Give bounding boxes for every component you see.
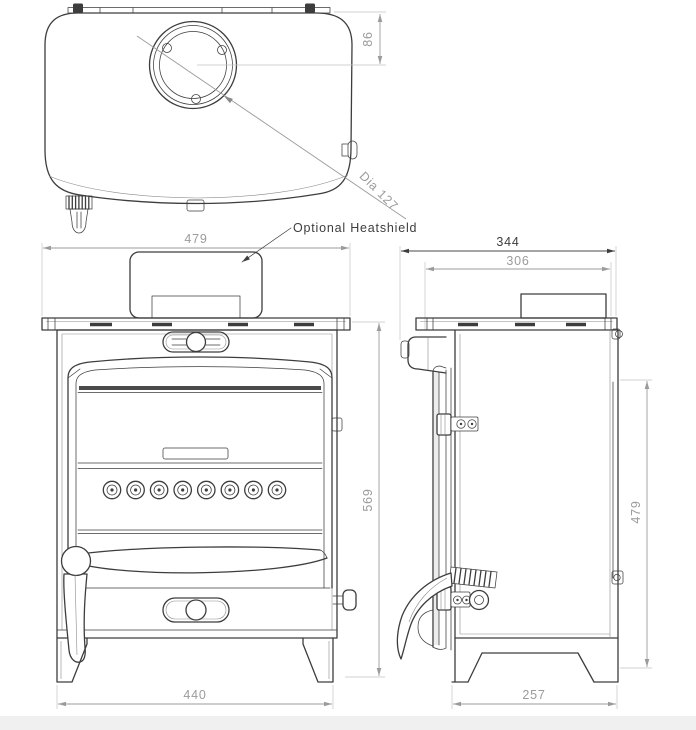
air-knob: [173, 480, 193, 500]
heatshield-leader: [241, 227, 292, 263]
door-handle-front: [60, 545, 92, 663]
dim-label-front-height: 569: [361, 488, 375, 511]
side-legs: [451, 637, 619, 683]
air-control-bottom: [162, 597, 230, 623]
top-door-handle: [65, 195, 93, 234]
hinge-top: [436, 413, 479, 436]
log-guard-handle: [162, 447, 229, 460]
air-control-top: [162, 331, 230, 353]
flue-bolt: [217, 45, 227, 55]
dim-label-front-leg-span: 440: [183, 688, 206, 702]
top-side-knob: [341, 140, 358, 160]
heatshield-label: Optional Heatshield: [293, 221, 417, 235]
front-legs: [56, 637, 334, 683]
side-view: 344 306: [396, 235, 652, 709]
top-body-outline: [44, 12, 353, 205]
dim-side-base-depth: 257: [451, 685, 618, 709]
heatshield-callout: Optional Heatshield: [241, 221, 417, 263]
heatshield-side: [520, 293, 607, 319]
dim-label-side-rear-height: 479: [629, 500, 643, 523]
flue-bolt: [162, 43, 172, 53]
door-handle-side: [396, 566, 498, 660]
dim-front-width: 479: [41, 232, 351, 316]
rear-bolt-left: [73, 3, 83, 13]
air-knob: [196, 480, 216, 500]
flue-diameter-leader: [136, 35, 407, 220]
flue-diameter-callout: Dia 127: [136, 35, 407, 220]
air-knob: [220, 480, 240, 500]
door-latch-front: [331, 417, 357, 611]
dim-flue-offset: 86: [197, 11, 386, 66]
air-knob: [126, 480, 145, 500]
ash-lip: [69, 546, 331, 589]
air-knob: [244, 480, 263, 500]
rear-bolt-right: [305, 3, 315, 13]
top-body-inner-curve: [48, 174, 349, 199]
top-front-tab: [186, 199, 205, 212]
top-plate-front: [41, 317, 351, 331]
dim-label-side-base-depth: 257: [522, 688, 545, 702]
dim-label-front-width: 479: [184, 232, 207, 246]
air-knob: [267, 480, 287, 500]
dim-side-depth-body: 306: [424, 254, 612, 330]
top-plate-side: [415, 317, 618, 331]
front-view: 479 Optional Heatshield: [41, 221, 417, 709]
dim-front-leg-span: 440: [56, 685, 334, 709]
dim-front-height: 569: [345, 321, 385, 678]
footer-band: [0, 716, 696, 730]
dim-label-side-depth-body: 306: [506, 254, 529, 268]
flue-bolt: [191, 94, 201, 104]
air-knob-row: [102, 480, 287, 500]
air-knob: [149, 480, 169, 500]
air-knob: [102, 480, 122, 500]
rear-edge-bar: [67, 3, 331, 14]
dim-side-depth-overall: 344: [399, 235, 617, 340]
dim-label-flue-diameter: Dia 127: [357, 169, 401, 213]
door-front: [67, 356, 333, 589]
glass-panel: [77, 462, 323, 534]
flue-diameter-arrow: [224, 96, 233, 104]
dim-label-side-depth-overall: 344: [496, 235, 519, 249]
rear-panel-side: [611, 328, 624, 585]
dim-label-flue-offset: 86: [361, 31, 375, 47]
air-control-side: [400, 336, 447, 374]
stove-body-front: [56, 329, 338, 639]
hinge-bottom: [436, 586, 490, 611]
top-view: Dia 127 86: [44, 3, 407, 234]
dim-side-rear-height: 479: [620, 379, 652, 669]
